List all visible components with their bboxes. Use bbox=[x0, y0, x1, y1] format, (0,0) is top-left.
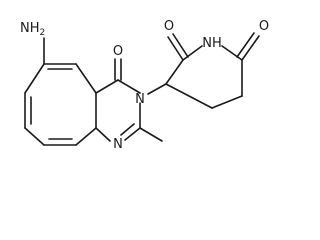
pyrimidinone-ring bbox=[95, 58, 163, 142]
ring-nitrogen-n3-label: N bbox=[135, 92, 145, 107]
amine-label: NH2 bbox=[20, 21, 45, 38]
bond bbox=[24, 127, 45, 146]
n-c-link-bond bbox=[147, 83, 167, 95]
glutarimide-ring bbox=[165, 32, 260, 109]
double-bond bbox=[172, 33, 189, 58]
bond bbox=[165, 59, 184, 85]
bond bbox=[75, 63, 97, 94]
methyl-bond bbox=[139, 127, 163, 142]
imide-oxygen-left-label: O bbox=[164, 19, 174, 34]
double-bond bbox=[241, 35, 260, 61]
chemical-structure-diagram: NH2 O N N O NH O bbox=[20, 19, 269, 152]
imide-oxygen-right-label: O bbox=[259, 19, 269, 34]
bond bbox=[182, 45, 203, 61]
double-bond bbox=[236, 32, 255, 58]
bond bbox=[117, 79, 141, 94]
amine-subscript: 2 bbox=[40, 28, 46, 38]
ring-nitrogen-n1-label: N bbox=[113, 137, 123, 152]
bond bbox=[24, 63, 45, 94]
bond bbox=[124, 127, 141, 141]
bond bbox=[75, 127, 97, 146]
bond bbox=[165, 83, 213, 109]
bond bbox=[211, 95, 243, 109]
bond bbox=[95, 79, 119, 94]
bond bbox=[95, 127, 111, 142]
benzene-ring bbox=[24, 63, 97, 146]
bond bbox=[221, 45, 243, 61]
amine-nh-text: NH bbox=[20, 21, 40, 36]
double-bond bbox=[167, 36, 184, 61]
double-bond-inner bbox=[120, 123, 135, 136]
ketone-oxygen-label: O bbox=[113, 44, 123, 59]
imide-nh-label: NH bbox=[202, 36, 222, 51]
